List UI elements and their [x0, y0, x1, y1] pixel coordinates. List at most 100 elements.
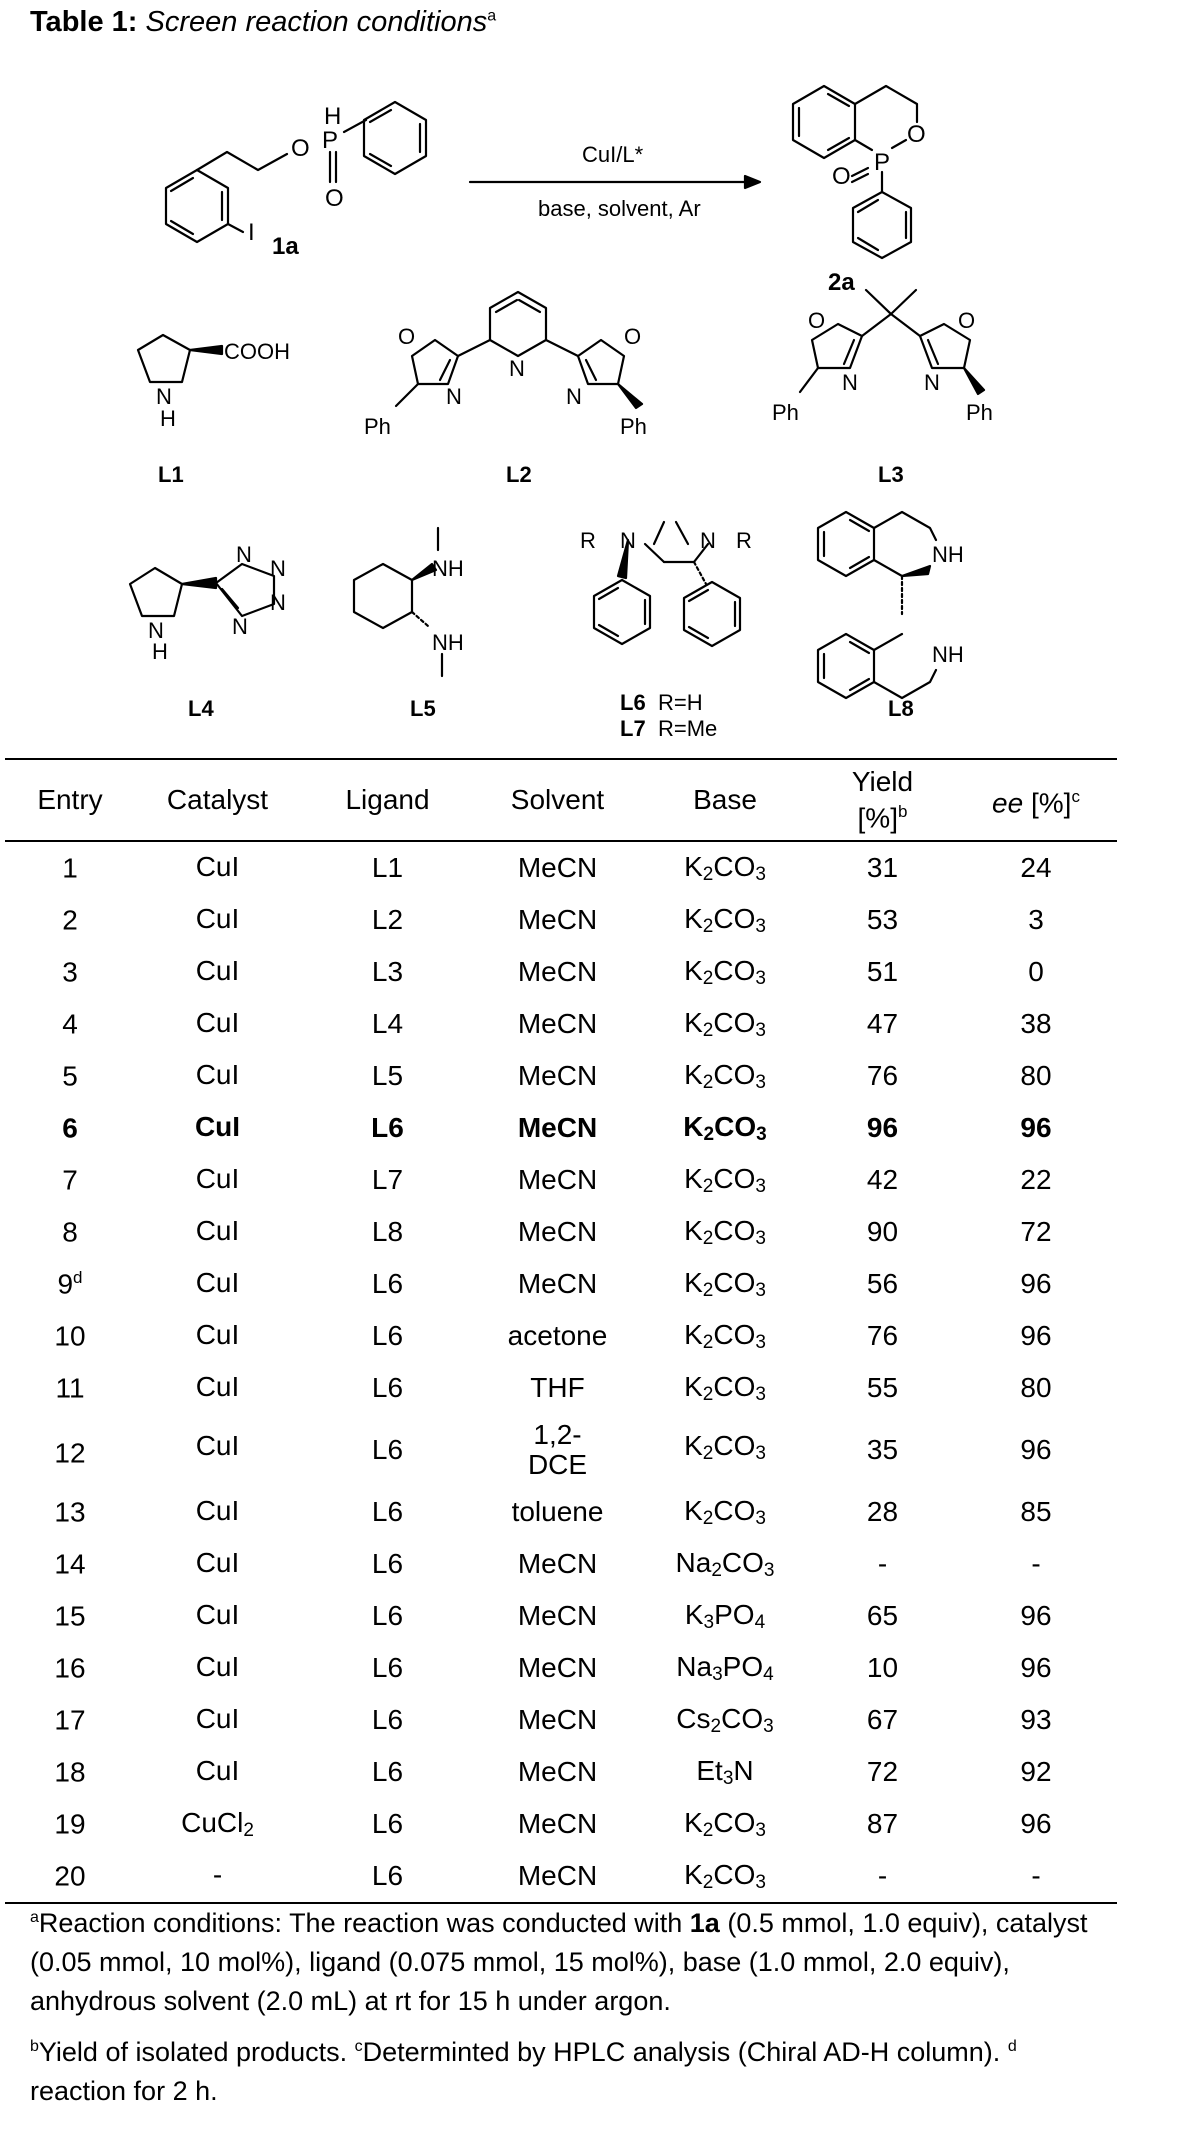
ligand-l6-l7: R N N R L6 R=H L7 R=Me — [580, 520, 752, 741]
cell-base: K2CO3 — [684, 1058, 766, 1093]
atom-o: O — [907, 121, 926, 148]
cell-solvent: 1,2-DCE — [527, 1419, 588, 1480]
cell-entry: 16 — [54, 1652, 86, 1684]
cell-entry: 12 — [54, 1437, 86, 1469]
cell-ee: - — [1031, 1548, 1041, 1579]
cell-base: K2CO3 — [683, 1110, 767, 1145]
cell-yield: 28 — [866, 1496, 899, 1527]
cell-base: K2CO3 — [684, 1214, 766, 1249]
cell-catalyst: CuI — [195, 1058, 240, 1090]
cell-base: K2CO3 — [684, 850, 766, 885]
caption-text: Screen reaction conditions — [145, 6, 488, 38]
cell-catalyst: - — [135, 1850, 300, 1904]
ligand-l8: NH NH L8 — [816, 510, 964, 721]
atom-n: N — [236, 542, 252, 567]
cell-base: K2CO3 — [684, 1430, 766, 1465]
table-header-row: Entry Catalyst Ligand Solvent Base Yield… — [5, 758, 1117, 842]
label-l1: L1 — [158, 462, 184, 487]
cell-ligand: L6 — [371, 1808, 404, 1839]
cell-solvent: acetone — [507, 1320, 608, 1351]
cell-yield: 53 — [866, 904, 899, 935]
cell-entry: 13 — [54, 1496, 86, 1528]
cell-solvent: MeCN — [517, 904, 598, 935]
group-ph2: Ph — [966, 400, 993, 425]
cell-catalyst: CuI — [195, 1494, 240, 1526]
cell-solvent: MeCN — [517, 956, 598, 987]
atom-h: H — [324, 103, 341, 130]
cell-ee: 93 — [1020, 1704, 1052, 1735]
ligand-l1: COOH N H L1 — [136, 333, 290, 487]
label-l3: L3 — [878, 462, 904, 487]
cell-base: K2CO3 — [640, 1850, 810, 1904]
cell-yield: - — [810, 1850, 955, 1904]
header-ee: ee [%]c — [955, 758, 1117, 842]
cell-catalyst: CuI — [195, 1370, 240, 1402]
caption-footnote-mark: a — [487, 7, 497, 25]
atom-n3: N — [566, 384, 582, 409]
atom-i: I — [248, 219, 255, 246]
cell-yield: 65 — [866, 1600, 899, 1631]
cell-catalyst: CuI — [195, 954, 240, 986]
cell-base: K3PO4 — [684, 1598, 766, 1633]
cell-solvent: MeCN — [517, 1704, 598, 1735]
atom-o: O — [808, 308, 825, 333]
atom-o: O — [291, 135, 310, 162]
compound-1a: O P H O I 1a — [164, 100, 428, 260]
atom-n2: N — [700, 528, 716, 553]
cell-ligand: L6 — [371, 1652, 404, 1683]
cell-entry: 11 — [55, 1372, 85, 1404]
cell-entry: 9d — [57, 1267, 83, 1300]
cell-yield: 87 — [866, 1808, 899, 1839]
atom-n: N — [842, 370, 858, 395]
cell-yield: 55 — [866, 1372, 899, 1403]
cell-yield: 51 — [866, 956, 899, 987]
cell-catalyst: CuI — [195, 1546, 240, 1578]
label-l6: L6 — [620, 690, 646, 715]
cell-entry: 14 — [54, 1548, 86, 1580]
cell-ligand: L6 — [371, 1372, 404, 1403]
cell-ee: 0 — [1028, 956, 1044, 987]
atom-n2: N — [270, 556, 286, 581]
cell-yield: 31 — [866, 852, 899, 883]
cell-entry: 2 — [62, 904, 78, 936]
cell-ee: 22 — [1020, 1164, 1052, 1195]
header-base: Base — [640, 758, 810, 842]
cell-catalyst: CuI — [195, 1430, 240, 1461]
cell-base: Et3N — [696, 1754, 754, 1789]
reagent-catalyst: CuI/L* — [582, 142, 644, 167]
cell-entry: 7 — [62, 1164, 78, 1196]
cell-solvent: MeCN — [517, 1216, 598, 1247]
atom-n4: N — [232, 614, 248, 639]
label-l8: L8 — [888, 696, 914, 721]
cell-entry: 5 — [62, 1060, 78, 1092]
cell-ligand: L6 — [371, 1320, 404, 1351]
label-1a: 1a — [272, 233, 299, 260]
cell-entry: 1 — [62, 852, 78, 884]
footnote-bcd: bYield of isolated products. cDeterminte… — [30, 2037, 1017, 2106]
atom-o2: O — [832, 163, 851, 190]
cell-ligand: L6 — [371, 1756, 404, 1787]
cell-base: K2CO3 — [684, 1162, 766, 1197]
reaction-scheme: O P H O I 1a CuI/L* base, solvent, Ar — [128, 84, 993, 741]
cell-solvent: MeCN — [475, 1850, 640, 1904]
cell-ee: 96 — [1020, 1652, 1052, 1683]
cell-entry: 17 — [54, 1704, 86, 1736]
atom-o2: O — [624, 324, 641, 349]
cell-entry: 10 — [54, 1320, 86, 1352]
cell-solvent: MeCN — [517, 852, 598, 883]
cell-ligand: L6 — [371, 1112, 404, 1143]
reagent-conditions: base, solvent, Ar — [538, 196, 701, 221]
cell-entry: 18 — [54, 1756, 86, 1788]
group-ph2: Ph — [620, 414, 647, 439]
cell-ee: 24 — [1020, 852, 1052, 883]
